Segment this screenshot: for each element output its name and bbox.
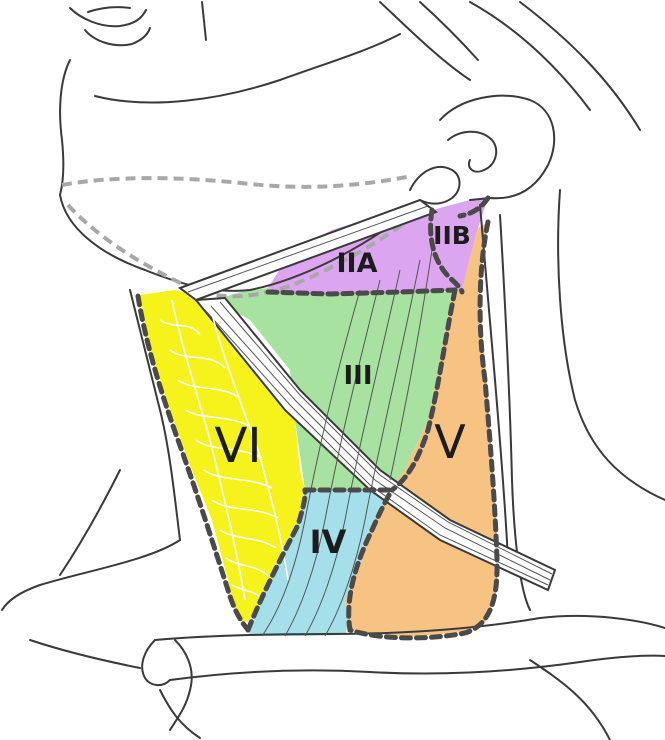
- region-iia-label: IIA: [337, 248, 378, 279]
- region-vi-label: VI: [215, 418, 262, 474]
- region-iv-label: IV: [310, 523, 347, 561]
- region-iib-label: IIB: [433, 221, 471, 250]
- region-v-label: V: [434, 415, 466, 469]
- region-iii-label: III: [343, 361, 372, 391]
